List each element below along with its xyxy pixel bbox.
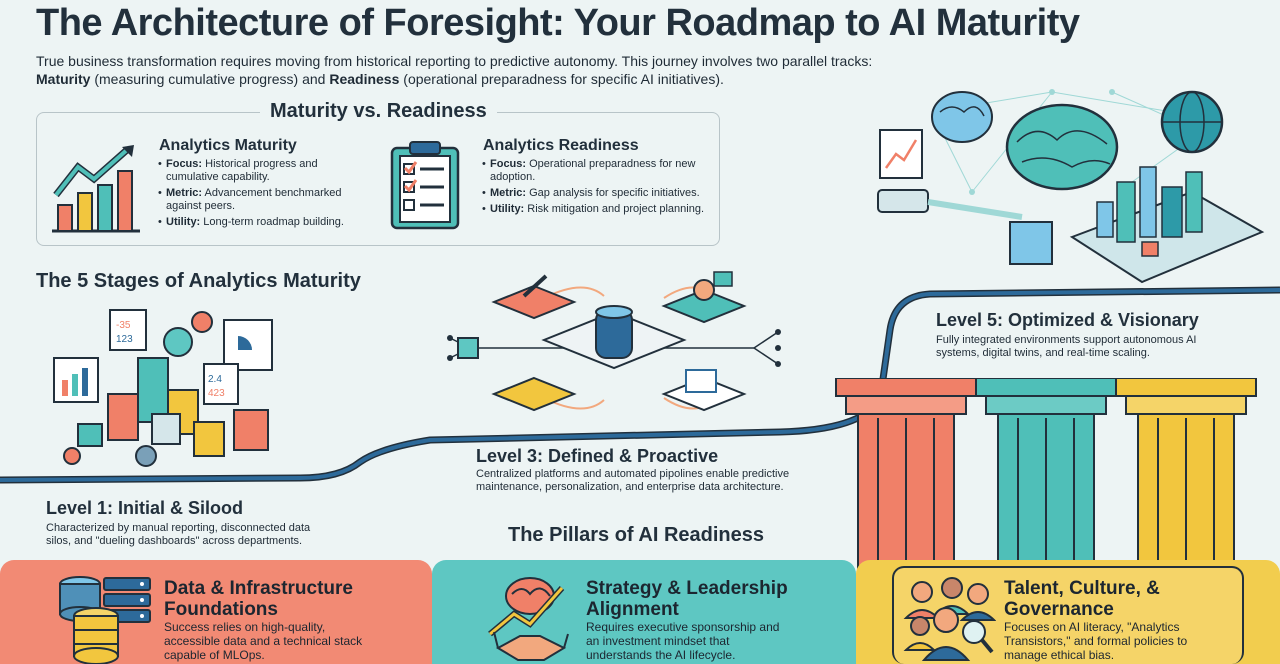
bullet-text: Risk mitigation and project planning. <box>524 203 704 215</box>
bullet-label: Focus: <box>490 158 527 170</box>
pillar-title-talent: Talent, Culture, & Governance <box>1004 578 1160 620</box>
bullet-label: Utility: <box>166 216 201 228</box>
list-item: Focus: Historical progress and cumulativ… <box>158 158 348 184</box>
bullet-text: Historical progress and cumulative capab… <box>166 158 318 183</box>
clipboard-checklist-icon <box>390 141 460 230</box>
server-database-icon <box>59 576 151 664</box>
intro-part: (operational preparadness for specific A… <box>399 71 724 87</box>
bullet-text: Operational preparadness for new adoptio… <box>490 158 696 183</box>
pillar-desc-strategy: Requires executive sponsorship and an in… <box>586 620 780 662</box>
svg-text:423: 423 <box>208 388 225 399</box>
level3-title: Level 3: Defined & Proactive <box>476 446 719 466</box>
intro-text: True business transformation requires mo… <box>36 52 886 88</box>
list-item: Metric: Advancement benchmarked against … <box>158 187 348 213</box>
bullet-text: Long-term roadmap building. <box>200 216 344 228</box>
level5-title: Level 5: Optimized & Visionary <box>936 310 1199 330</box>
bullet-label: Metric: <box>166 187 203 199</box>
intro-maturity: Maturity <box>36 71 91 87</box>
level1-desc: Characterized by manual reporting, disco… <box>46 522 311 547</box>
level1-title: Level 1: Initial & Silood <box>46 498 244 518</box>
stages-title: The 5 Stages of Analytics Maturity <box>36 270 361 292</box>
bullet-text: Advancement benchmarked against peers. <box>166 187 342 212</box>
maturity-list: Focus: Historical progress and cumulativ… <box>158 155 348 229</box>
level3-desc: Centralized platforms and automated pipo… <box>476 468 790 493</box>
pillar-desc-data: Success relies on high-quality, accessib… <box>164 620 363 662</box>
intro-part: (measuring cumulative progress) and <box>90 71 330 87</box>
pillar-desc-talent: Focuses on AI literacy, "Analytics Trans… <box>1004 620 1188 662</box>
bullet-label: Metric: <box>490 187 527 199</box>
bullet-text: Gap analysis for specific initiatives. <box>526 187 700 199</box>
brain-handshake-icon <box>488 577 569 661</box>
intro-part: True business transformation requires mo… <box>36 53 873 69</box>
readiness-list: Focus: Operational preparadness for new … <box>482 155 714 216</box>
svg-text:-35: -35 <box>116 320 131 331</box>
ai-network-illustration <box>877 89 1265 284</box>
bullet-label: Focus: <box>166 158 203 170</box>
dashboards-illustration: -35 123 2.4 423 <box>53 309 273 467</box>
pillars-title: The Pillars of AI Readiness <box>508 524 765 546</box>
bullet-label: Utility: <box>490 203 525 215</box>
page-title: The Architecture of Foresight: Your Road… <box>36 2 1080 44</box>
list-item: Focus: Operational preparadness for new … <box>482 158 714 184</box>
readiness-title: Analytics Readiness <box>483 137 639 154</box>
bar-chart-icon <box>52 145 140 233</box>
maturity-title: Analytics Maturity <box>159 137 297 154</box>
svg-text:2.4: 2.4 <box>208 374 222 385</box>
comparison-title: Maturity vs. Readiness <box>260 100 497 123</box>
intro-readiness: Readiness <box>329 71 400 87</box>
data-hub-illustration <box>447 271 781 412</box>
list-item: Metric: Gap analysis for specific initia… <box>482 187 714 200</box>
list-item: Utility: Risk mitigation and project pla… <box>482 203 714 216</box>
svg-text:123: 123 <box>116 334 133 345</box>
team-magnifier-icon <box>903 577 996 661</box>
level5-desc: Fully integrated environments support au… <box>936 334 1197 359</box>
pillar-title-strategy: Strategy & Leadership Alignment <box>586 578 788 620</box>
pillar-title-data: Data & Infrastructure Foundations <box>164 578 353 620</box>
list-item: Utility: Long-term roadmap building. <box>158 216 348 229</box>
